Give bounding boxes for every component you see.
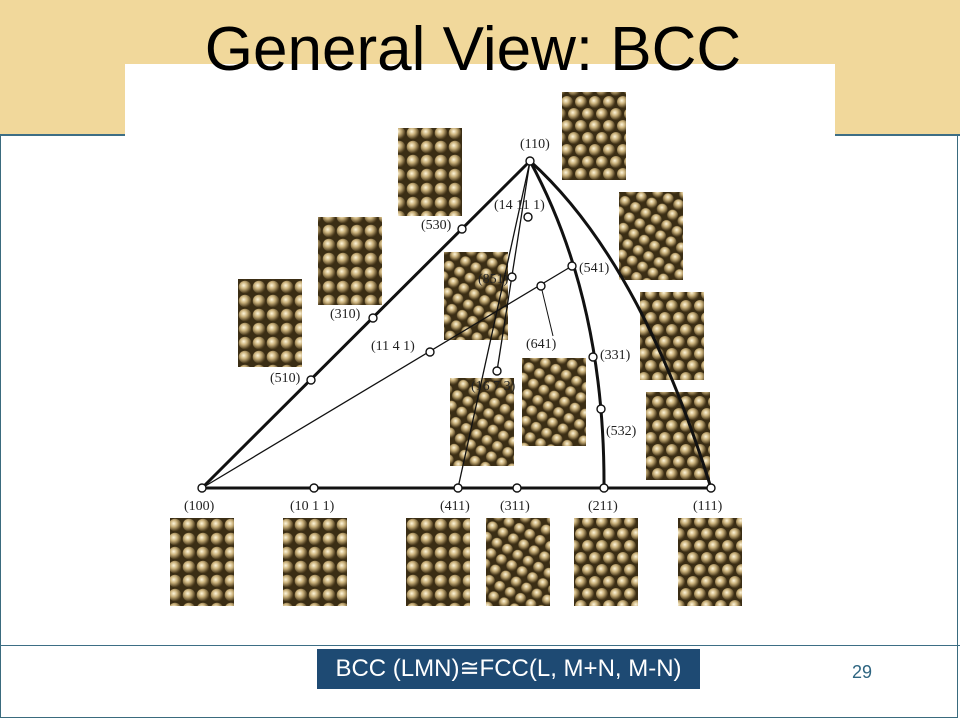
label-14111: (14 11 1) <box>494 198 545 213</box>
label-641: (641) <box>526 337 557 352</box>
lattice-image-1673 <box>450 378 514 466</box>
pole-1673 <box>492 366 502 376</box>
page-number: 29 <box>852 662 873 682</box>
pole-411 <box>453 483 463 493</box>
pole-14111 <box>523 212 533 222</box>
pole-labels: (110) (14 11 1) (530) (851) (541) (310) … <box>184 137 723 514</box>
zone-line-110-1673 <box>496 160 531 372</box>
lattice-image-311 <box>486 518 550 606</box>
lattice-image-510 <box>238 279 302 367</box>
pole-1141 <box>425 347 435 357</box>
zone-line-110-411 <box>457 160 531 489</box>
lattice-image-530 <box>398 128 462 216</box>
lattice-image-100 <box>170 518 234 606</box>
label-310: (310) <box>330 307 361 322</box>
zone-line-100-541 <box>201 265 573 489</box>
pole-211 <box>599 483 609 493</box>
label-411: (411) <box>440 499 470 514</box>
pole-510 <box>306 375 316 385</box>
lattice-image-331 <box>640 292 704 380</box>
lattice-image-310 <box>318 217 382 305</box>
caption-box: BCC (LMN)≅FCC(L, M+N, M-N) <box>317 649 700 689</box>
footer-divider <box>0 645 960 646</box>
label-532: (532) <box>606 424 637 439</box>
label-331: (331) <box>600 348 631 363</box>
label-1673: (16 7 3) <box>471 379 516 394</box>
label-111: (111) <box>693 499 723 514</box>
label-541: (541) <box>579 261 610 276</box>
lattice-image-1011 <box>283 518 347 606</box>
label-1011: (10 1 1) <box>290 499 335 514</box>
zone-line-641-leader <box>540 285 554 337</box>
pole-1011 <box>309 483 319 493</box>
label-851: (851) <box>478 272 509 287</box>
lattice-image-641 <box>522 358 586 446</box>
label-1141: (11 4 1) <box>371 339 415 354</box>
pole-111 <box>706 483 716 493</box>
lattice-image-851 <box>444 252 508 340</box>
pole-530 <box>457 224 467 234</box>
pole-851 <box>507 272 517 282</box>
label-311: (311) <box>500 499 530 514</box>
pole-100 <box>197 483 207 493</box>
pole-532 <box>596 404 606 414</box>
label-530: (530) <box>421 218 452 233</box>
edge-110-111 <box>528 159 713 489</box>
pole-541 <box>567 261 577 271</box>
slide-title: General View: BCC <box>204 15 742 84</box>
lattice-image-211 <box>574 518 638 606</box>
pole-311 <box>512 483 522 493</box>
arc-110-211 <box>528 160 606 489</box>
lattice-image-111 <box>678 518 742 606</box>
pole-markers <box>197 156 716 493</box>
lattice-image-110 <box>562 92 626 180</box>
lattice-image-541 <box>619 192 683 280</box>
pole-641 <box>536 281 546 291</box>
label-211: (211) <box>588 499 618 514</box>
edge-100-110 <box>200 159 532 490</box>
label-110: (110) <box>520 137 550 152</box>
lattice-image-532 <box>646 392 710 480</box>
pole-110 <box>525 156 535 166</box>
label-510: (510) <box>270 371 301 386</box>
lattice-image-411 <box>406 518 470 606</box>
pole-310 <box>368 313 378 323</box>
lattice-tiles <box>170 92 742 606</box>
pole-331 <box>588 352 598 362</box>
label-100: (100) <box>184 499 215 514</box>
